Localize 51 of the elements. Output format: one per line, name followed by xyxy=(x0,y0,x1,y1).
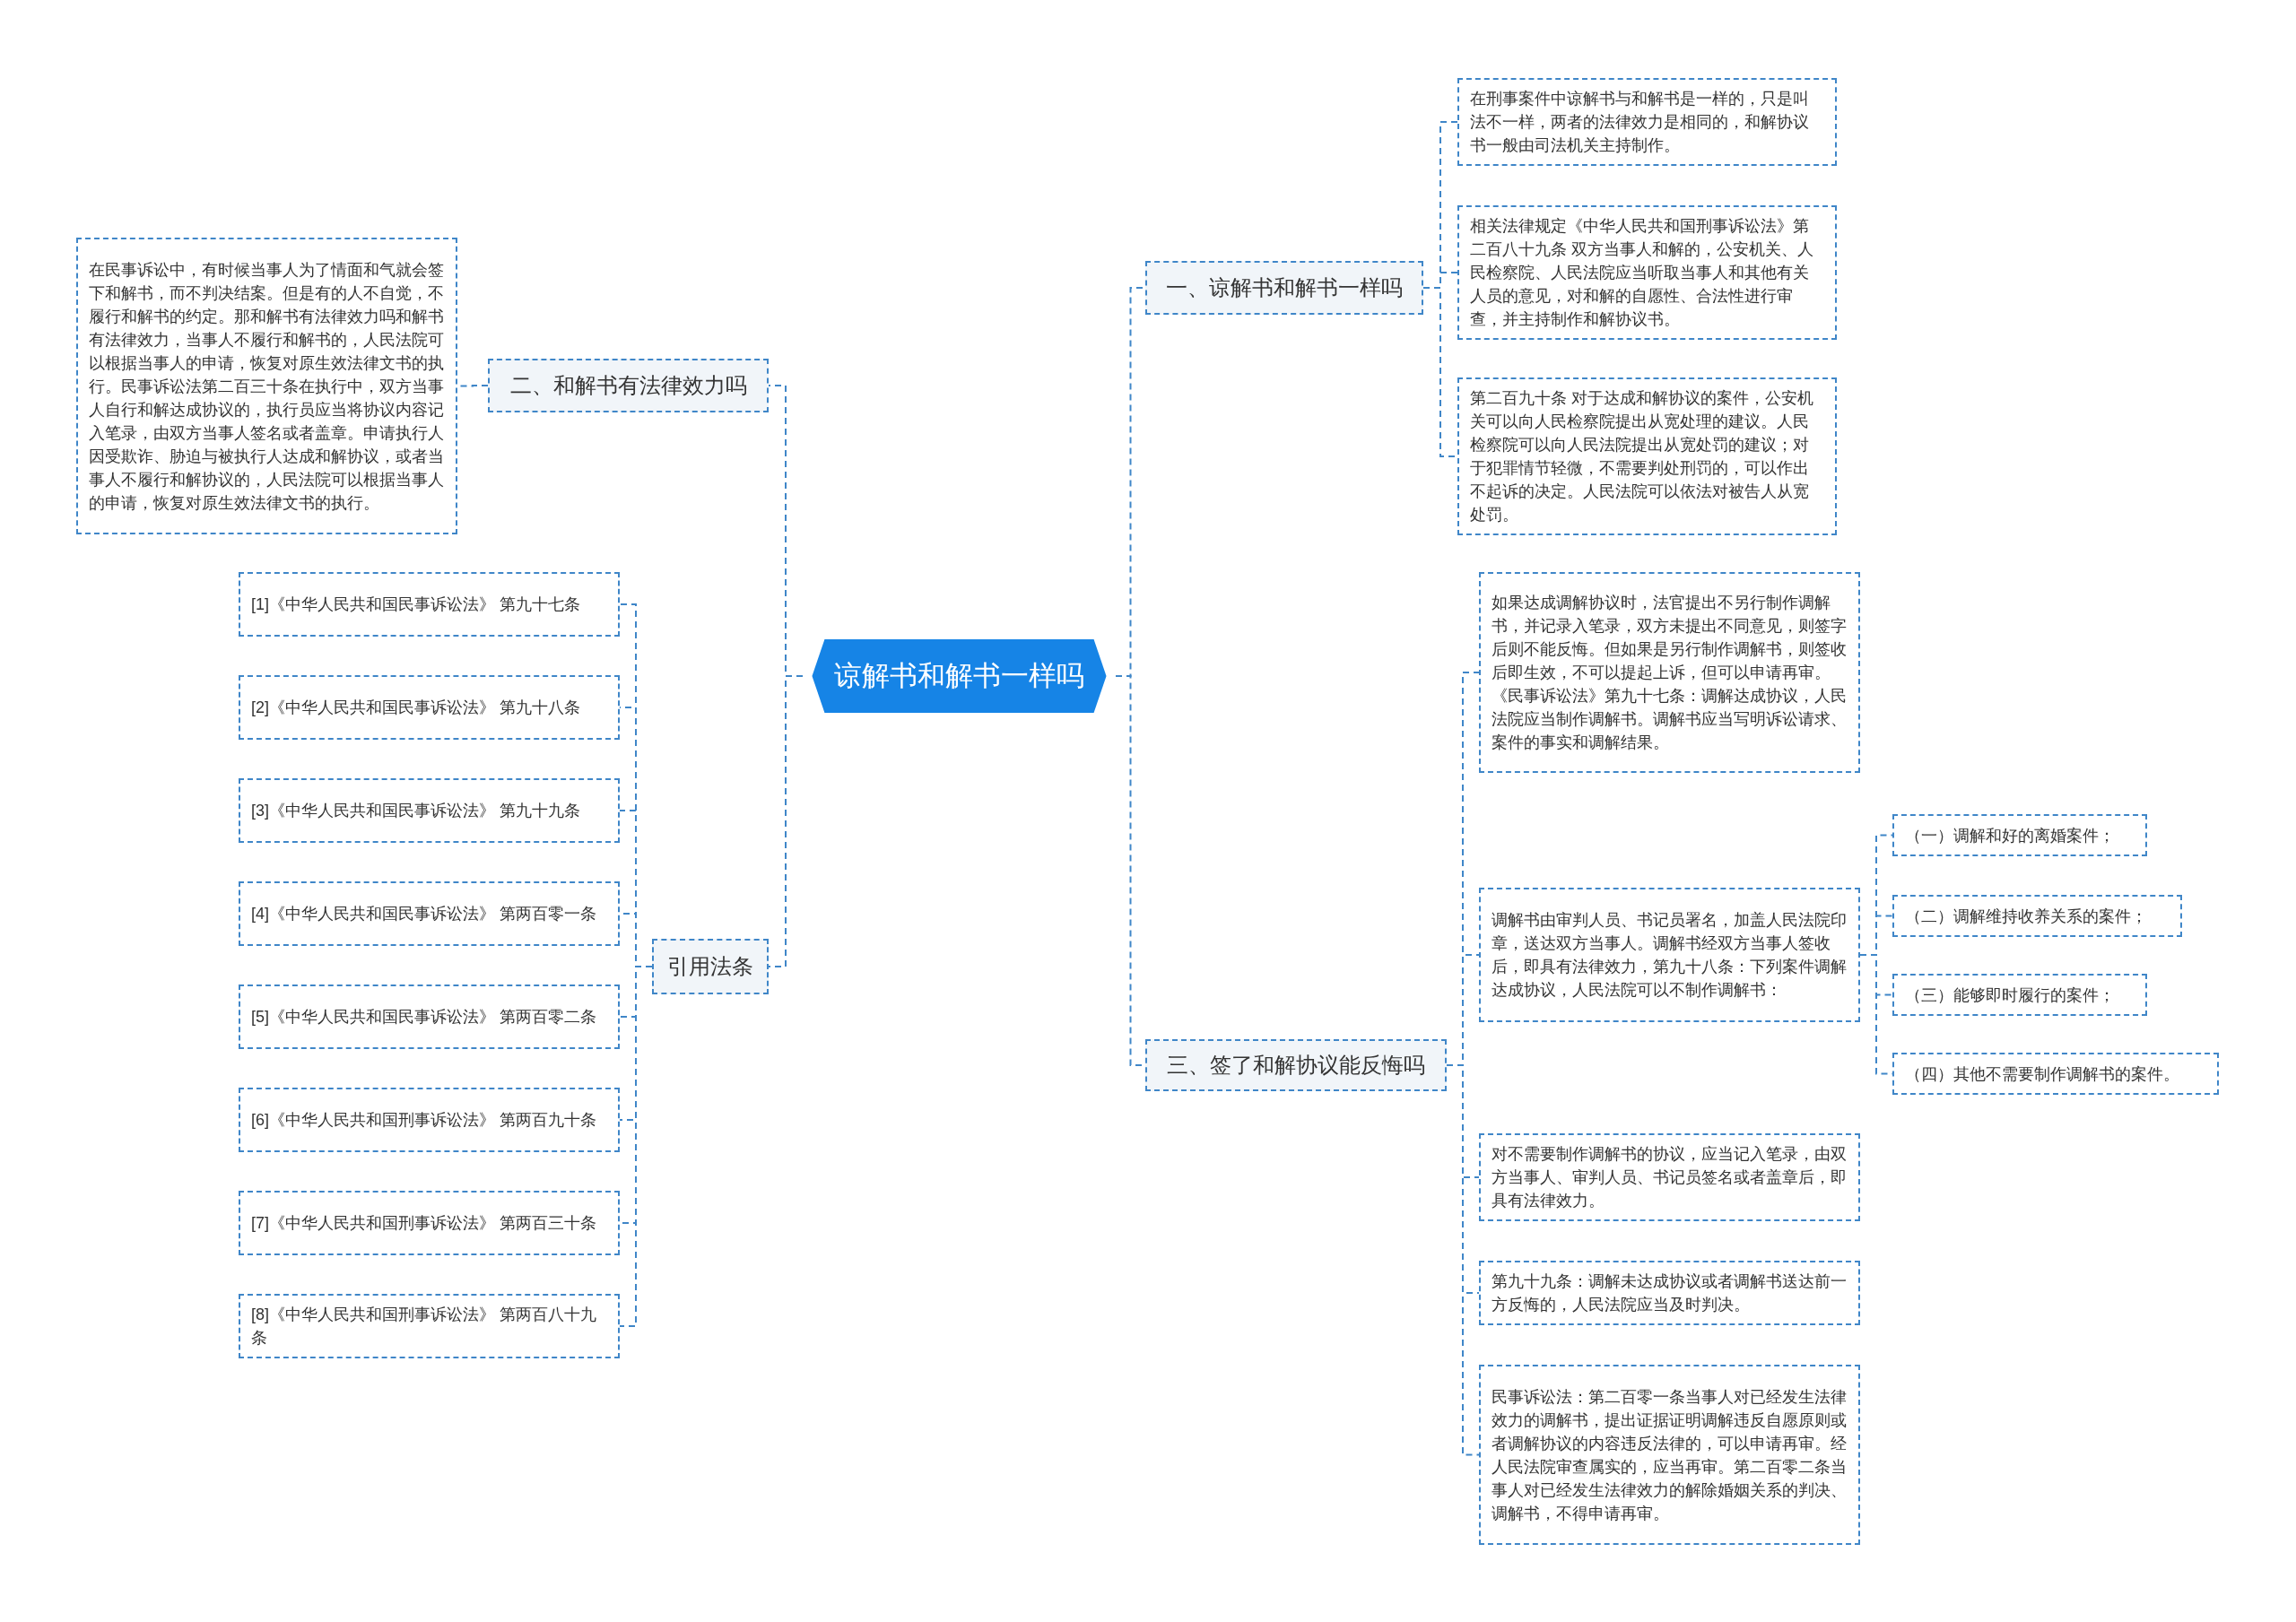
topic-text: [1]《中华人民共和国民事诉讼法》 第九十七条 xyxy=(251,594,580,615)
topic-box xyxy=(1457,377,1837,535)
topic-box xyxy=(1892,974,2147,1016)
topic-text: 第二百九十条 对于达成和解协议的案件，公安机关可以向人民检察院提出从宽处理的建议。人民检察院可以向人民法院提出从宽处罚的建议；对于犯罪情节轻微，不需要判处刑罚的，可以作出不起诉的决定。人民法院可以依法对被告人从宽处罚。 xyxy=(1470,388,1814,525)
topic-box xyxy=(239,572,620,637)
topic-text: （一）调解和好的离婚案件； xyxy=(1905,825,2115,846)
branch-topic xyxy=(652,939,769,994)
topic-text: [3]《中华人民共和国民事诉讼法》 第九十九条 xyxy=(251,801,580,821)
topic-box xyxy=(1892,814,2147,856)
topic-text: 对不需要制作调解书的协议，应当记入笔录，由双方当事人、审判人员、书记员签名或者盖章后，即具有法律效力。 xyxy=(1492,1144,1848,1211)
topic-text: 民事诉讼法：第二百零一条当事人对已经发生法律效力的调解书，提出证据证明调解违反自愿原则或者调解协议的内容违反法律的，可以申请再审。经人民法院审查属实的，应当再审。第二百零二条当事人对已经发生法律效力的解除婚姻关系的判决、调解书，不得申请再审。 xyxy=(1492,1386,1848,1524)
topic-box xyxy=(76,238,457,534)
topic-text: 在民事诉讼中，有时候当事人为了情面和气就会签下和解书，而不判决结案。但是有的人不自觉，不履行和解书的约定。那和解书有法律效力吗和解书有法律效力，当事人不履行和解书的，人民法院可以根据当事人的申请，恢复对原生效法律文书的执行。民事诉讼法第二百三十条在执行中，双方当事人自行和解达成协议的，执行员应当将协议内容记入笔录，由双方当事人签名或者盖章。申请执行人因受欺诈、胁迫与被执行人达成和解协议，或者当事人不履行和解协议的，人民法院可以根据当事人的申请，恢复对原生效法律文书的执行。 xyxy=(89,259,445,514)
topic-text: 引用法条 xyxy=(667,953,753,980)
topic-box xyxy=(1457,205,1837,340)
topic-box xyxy=(1479,1261,1860,1325)
topic-box xyxy=(1892,1053,2219,1095)
topic-box xyxy=(1479,888,1860,1022)
topic-text: 二、和解书有法律效力吗 xyxy=(509,372,747,399)
topic-text: 在刑事案件中谅解书与和解书是一样的，只是叫法不一样，两者的法律效力是相同的，和解协议书一般由司法机关主持制作。 xyxy=(1470,89,1810,156)
topic-text: 如果达成调解协议时，法官提出不另行制作调解书，并记录入笔录，双方未提出不同意见，则签字后则不能反悔。但如果是另行制作调解书，则签收后即生效，不可以提起上诉，但可以申请再审。《民事诉讼法》第九十七条：调解达成协议，人民法院应当制作调解书。调解书应当写明诉讼请求、案件的事实和调解结果。 xyxy=(1492,593,1848,753)
topic-box xyxy=(1457,78,1837,166)
branch-topic xyxy=(1145,1039,1447,1091)
topic-text: [4]《中华人民共和国民事诉讼法》 第两百零一条 xyxy=(251,904,596,924)
topic-box xyxy=(239,1088,620,1152)
topic-box xyxy=(1479,1133,1860,1221)
topic-text: [7]《中华人民共和国刑事诉讼法》 第两百三十条 xyxy=(251,1213,596,1234)
topic-text: （四）其他不需要制作调解书的案件。 xyxy=(1905,1063,2179,1085)
topic-box xyxy=(239,984,620,1049)
topic-text: （三）能够即时履行的案件； xyxy=(1905,984,2115,1006)
topic-text: 调解书由审判人员、书记员署名，加盖人民法院印章，送达双方当事人。调解书经双方当事人签收后，即具有法律效力，第九十八条：下列案件调解达成协议，人民法院可以不制作调解书： xyxy=(1492,910,1848,1001)
topic-box xyxy=(239,778,620,843)
topic-box xyxy=(1892,895,2182,937)
topic-box xyxy=(1479,572,1860,773)
topic-text: [6]《中华人民共和国刑事诉讼法》 第两百九十条 xyxy=(251,1110,596,1131)
topic-text: 谅解书和解书一样吗 xyxy=(834,658,1084,693)
topic-box xyxy=(1479,1365,1860,1545)
branch-topic xyxy=(488,359,769,412)
topic-text: 第九十九条：调解未达成协议或者调解书送达前一方反悔的，人民法院应当及时判决。 xyxy=(1492,1271,1848,1315)
topic-box xyxy=(239,1191,620,1255)
topic-text: 一、谅解书和解书一样吗 xyxy=(1166,274,1403,301)
topic-box xyxy=(239,1294,620,1358)
topic-text: 相关法律规定《中华人民共和国刑事诉讼法》第二百八十九条 双方当事人和解的，公安机关、人民检察院、人民法院应当听取当事人和其他有关人员的意见，对和解的自愿性、合法性进行审查，并主持制作和解协议书。 xyxy=(1470,216,1814,330)
topic-box xyxy=(239,675,620,740)
topic-text: （二）调解维持收养关系的案件； xyxy=(1905,906,2147,927)
topic-text: [5]《中华人民共和国民事诉讼法》 第两百零二条 xyxy=(251,1007,596,1028)
branch-topic xyxy=(1145,261,1423,315)
topic-box xyxy=(239,881,620,946)
topic-text: [8]《中华人民共和国刑事诉讼法》 第两百八十九条 xyxy=(251,1305,597,1349)
topic-text: 三、签了和解协议能反悔吗 xyxy=(1167,1052,1425,1079)
topic-text: [2]《中华人民共和国民事诉讼法》 第九十八条 xyxy=(251,698,580,718)
